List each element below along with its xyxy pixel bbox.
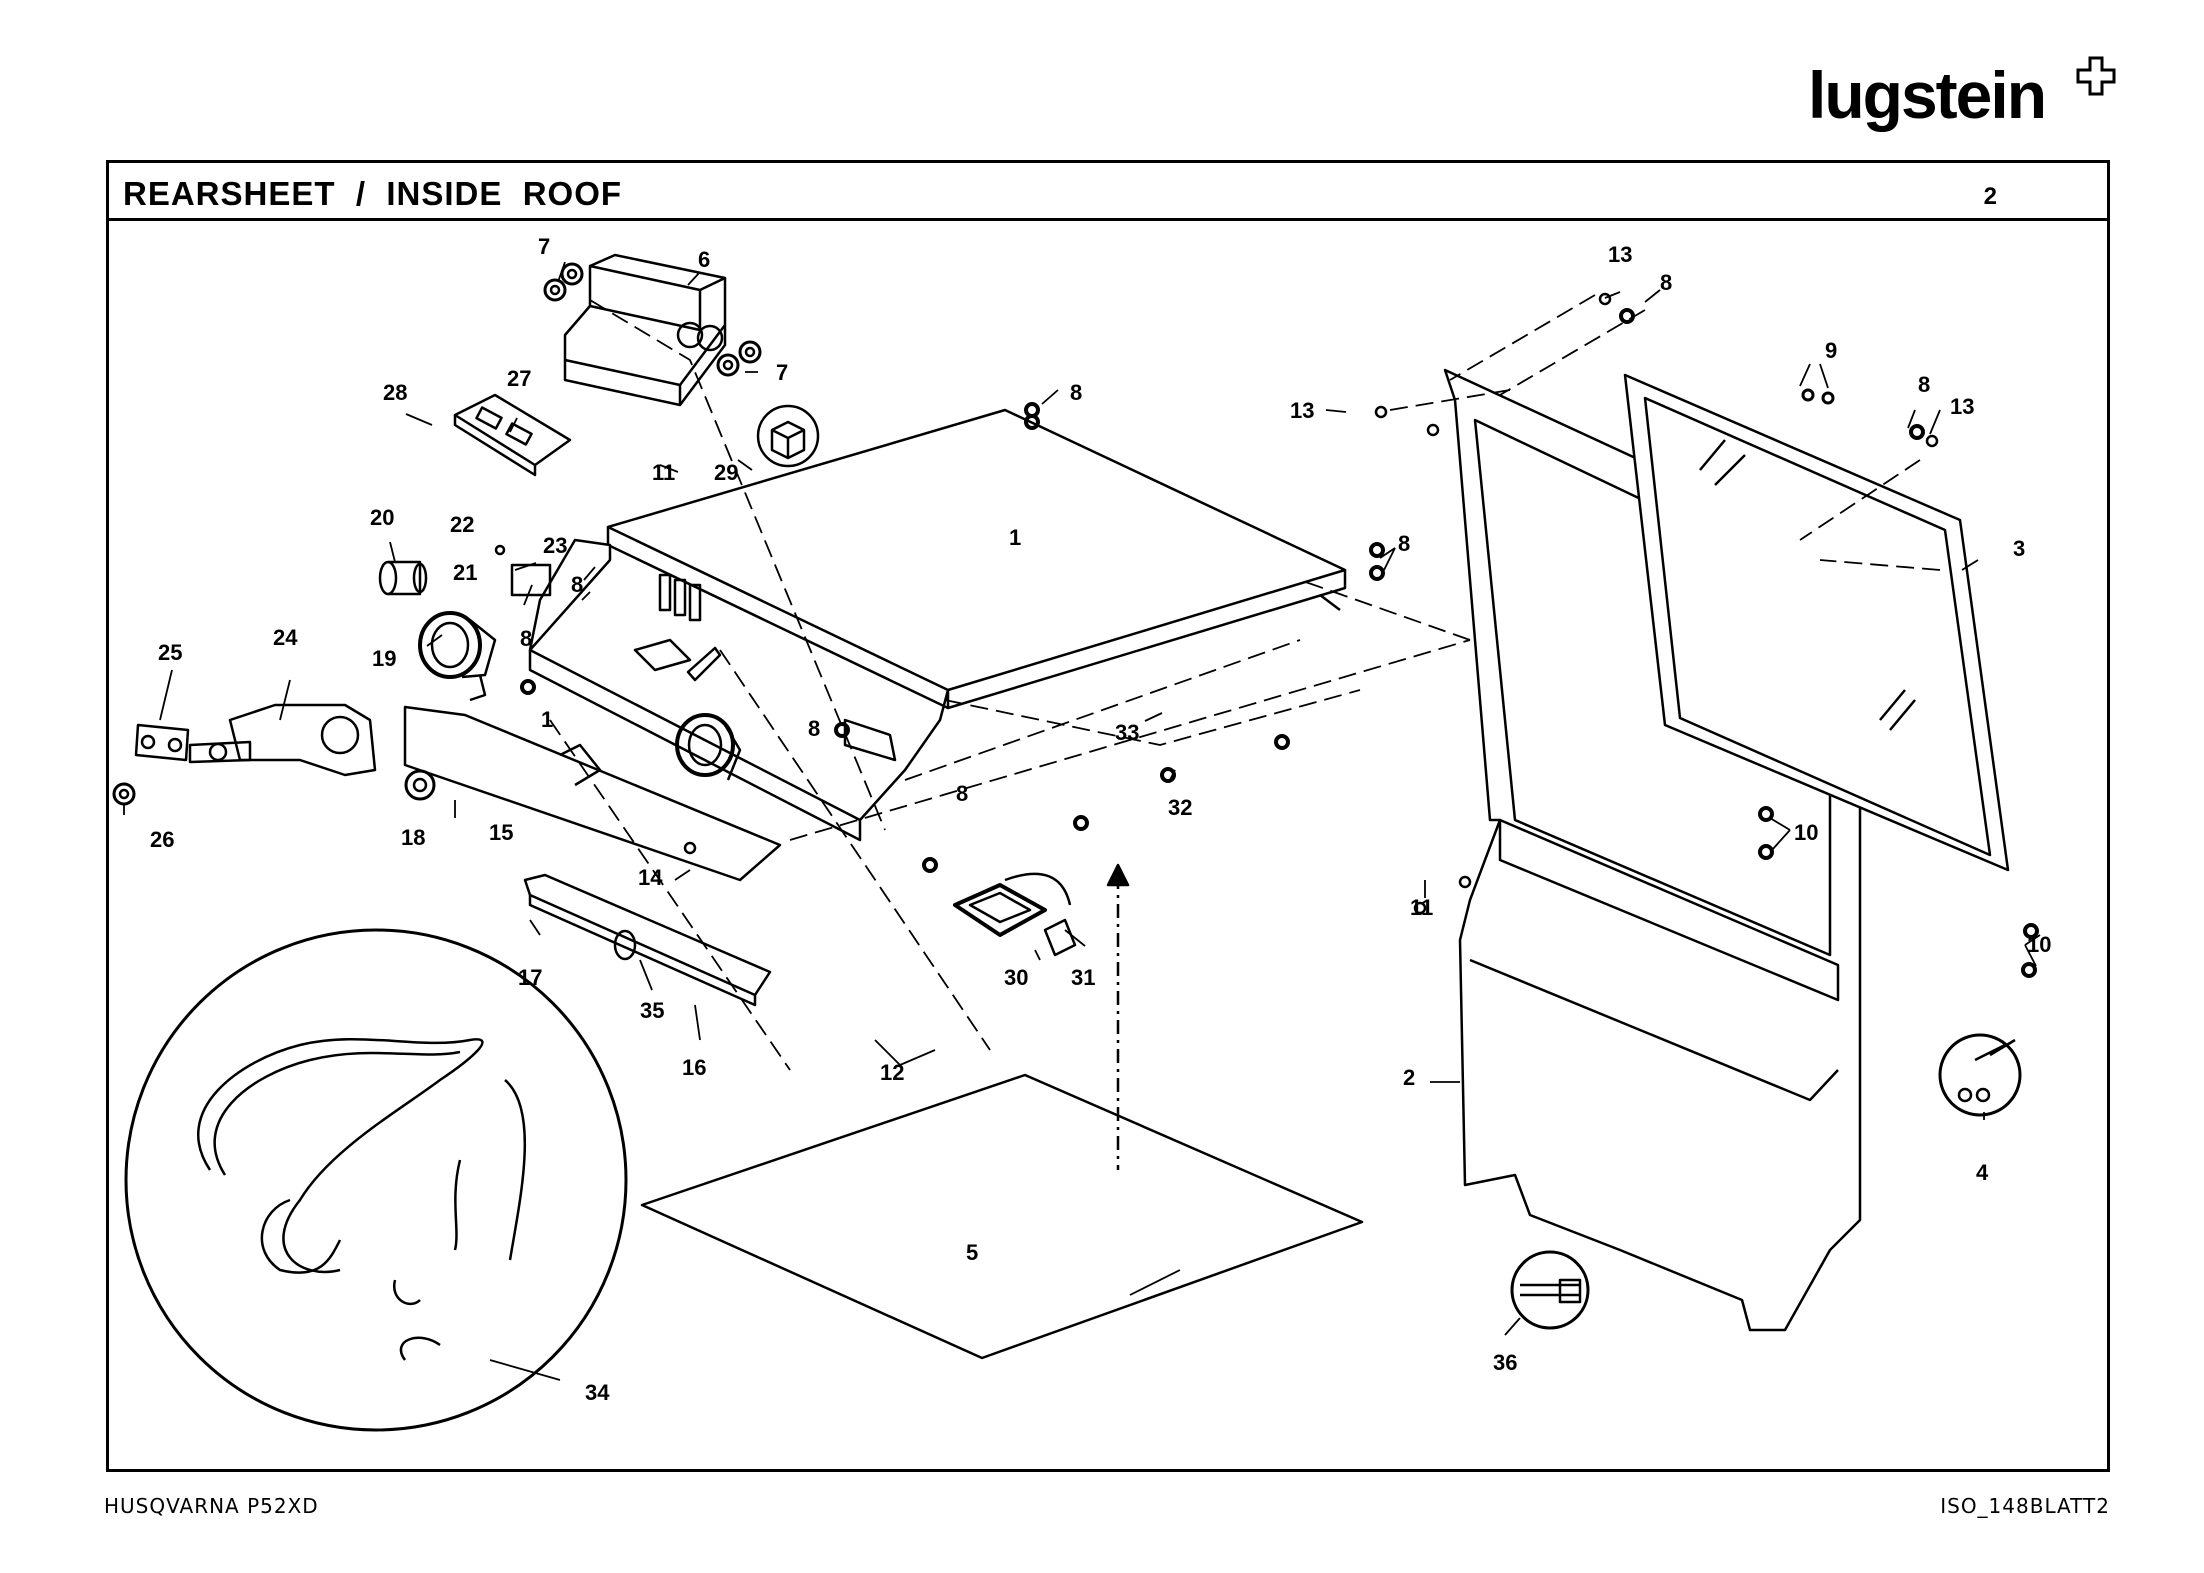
model-name: HUSQVARNA P52XD (104, 1494, 319, 1518)
callout-27: 27 (507, 366, 531, 391)
callout-34: 34 (585, 1380, 610, 1405)
callout-25: 25 (158, 640, 182, 665)
part-29-cube (756, 404, 820, 468)
drawing-id: ISO_148BLATT2 (1940, 1494, 2110, 1518)
window-glass-3 (1623, 373, 2010, 872)
callout-6: 6 (698, 247, 710, 272)
callout-22: 22 (450, 512, 474, 537)
logo-wordmark: lugstein (1808, 58, 2047, 132)
callout-7b: 7 (776, 360, 788, 385)
sheet-number: 2 (1983, 183, 1997, 210)
callout-5: 5 (966, 1240, 978, 1265)
callout-24: 24 (273, 625, 298, 650)
callout-8d: 8 (520, 626, 532, 651)
fasteners (520, 292, 2039, 978)
callout-21: 21 (453, 560, 477, 585)
seal-profile-36 (1510, 1250, 1590, 1330)
callout-18: 18 (401, 825, 425, 850)
light-bar-16 (523, 873, 772, 1007)
callout-13c: 13 (1950, 394, 1974, 419)
callout-29: 29 (714, 460, 738, 485)
title-bar: REARSHEET / INSIDE ROOF 2 (109, 163, 2107, 221)
callout-26: 26 (150, 827, 174, 852)
callout-10a: 10 (1794, 820, 1818, 845)
callout-19: 19 (372, 646, 396, 671)
roof-lamp (675, 713, 742, 781)
callout-32: 32 (1168, 795, 1192, 820)
grommet-18 (404, 769, 436, 801)
callout-7a: 7 (538, 234, 550, 259)
callout-31: 31 (1071, 965, 1095, 990)
work-lamp-19 (418, 611, 497, 702)
assembly-lines (549, 294, 1941, 1071)
roof-panel (528, 408, 1347, 842)
callout-9: 9 (1825, 338, 1837, 363)
callout-16: 16 (682, 1055, 706, 1080)
bracket-15 (403, 705, 782, 882)
callout-8b: 8 (1398, 531, 1410, 556)
callout-11b: 11 (1410, 895, 1433, 920)
lugstein-logo: lugstein (1808, 56, 2138, 135)
logo-cross-icon (2076, 56, 2116, 96)
callout-8a: 8 (1070, 380, 1082, 405)
callout-13a: 13 (1608, 242, 1632, 267)
callout-23: 23 (543, 533, 567, 558)
callout-leaders (123, 261, 2041, 1381)
callout-28: 28 (383, 380, 407, 405)
wiper-motor-24 (188, 703, 377, 777)
callout-1b: 1 (541, 707, 553, 732)
callout-8c: 8 (571, 572, 583, 597)
callout-10b: 10 (2027, 932, 2051, 957)
callout-15: 15 (489, 820, 513, 845)
callout-17: 17 (518, 965, 542, 990)
callout-33: 33 (1115, 720, 1139, 745)
callout-30: 30 (1004, 965, 1028, 990)
callout-35: 35 (640, 998, 664, 1023)
callout-8h: 8 (1918, 372, 1930, 397)
callout-8f: 8 (956, 781, 968, 806)
wiring-harness-34 (124, 928, 628, 1432)
callout-1: 1 (1009, 525, 1021, 550)
mounting-plate-25 (134, 723, 190, 762)
callout-36: 36 (1493, 1350, 1517, 1375)
callout-8g: 8 (1660, 270, 1672, 295)
mounting-box (563, 253, 727, 407)
callout-labels: 1 1 2 3 4 5 6 7 7 8 8 8 8 8 8 8 8 9 10 1… (150, 234, 2051, 1405)
sealant-kit-4 (1938, 1033, 2022, 1117)
callout-12: 12 (880, 1060, 904, 1085)
drawing-frame: REARSHEET / INSIDE ROOF 2 (106, 160, 2110, 1472)
grommets-7 (543, 262, 762, 377)
floor-sheet-5 (640, 1073, 1364, 1360)
nut-26 (112, 782, 136, 806)
callout-14: 14 (638, 865, 663, 890)
switch-panel-27 (453, 393, 572, 477)
page-title: REARSHEET / INSIDE ROOF (123, 175, 623, 212)
callout-2: 2 (1403, 1065, 1415, 1090)
part-20-pin (378, 560, 428, 596)
handle-30 (953, 872, 1072, 937)
part-22 (494, 544, 506, 556)
callout-3: 3 (2013, 536, 2025, 561)
plug-31 (1043, 918, 1077, 957)
callout-4: 4 (1976, 1160, 1989, 1185)
callout-8e: 8 (808, 716, 820, 741)
callout-11a: 11 (652, 460, 675, 485)
callout-20: 20 (370, 505, 394, 530)
callout-13b: 13 (1290, 398, 1314, 423)
